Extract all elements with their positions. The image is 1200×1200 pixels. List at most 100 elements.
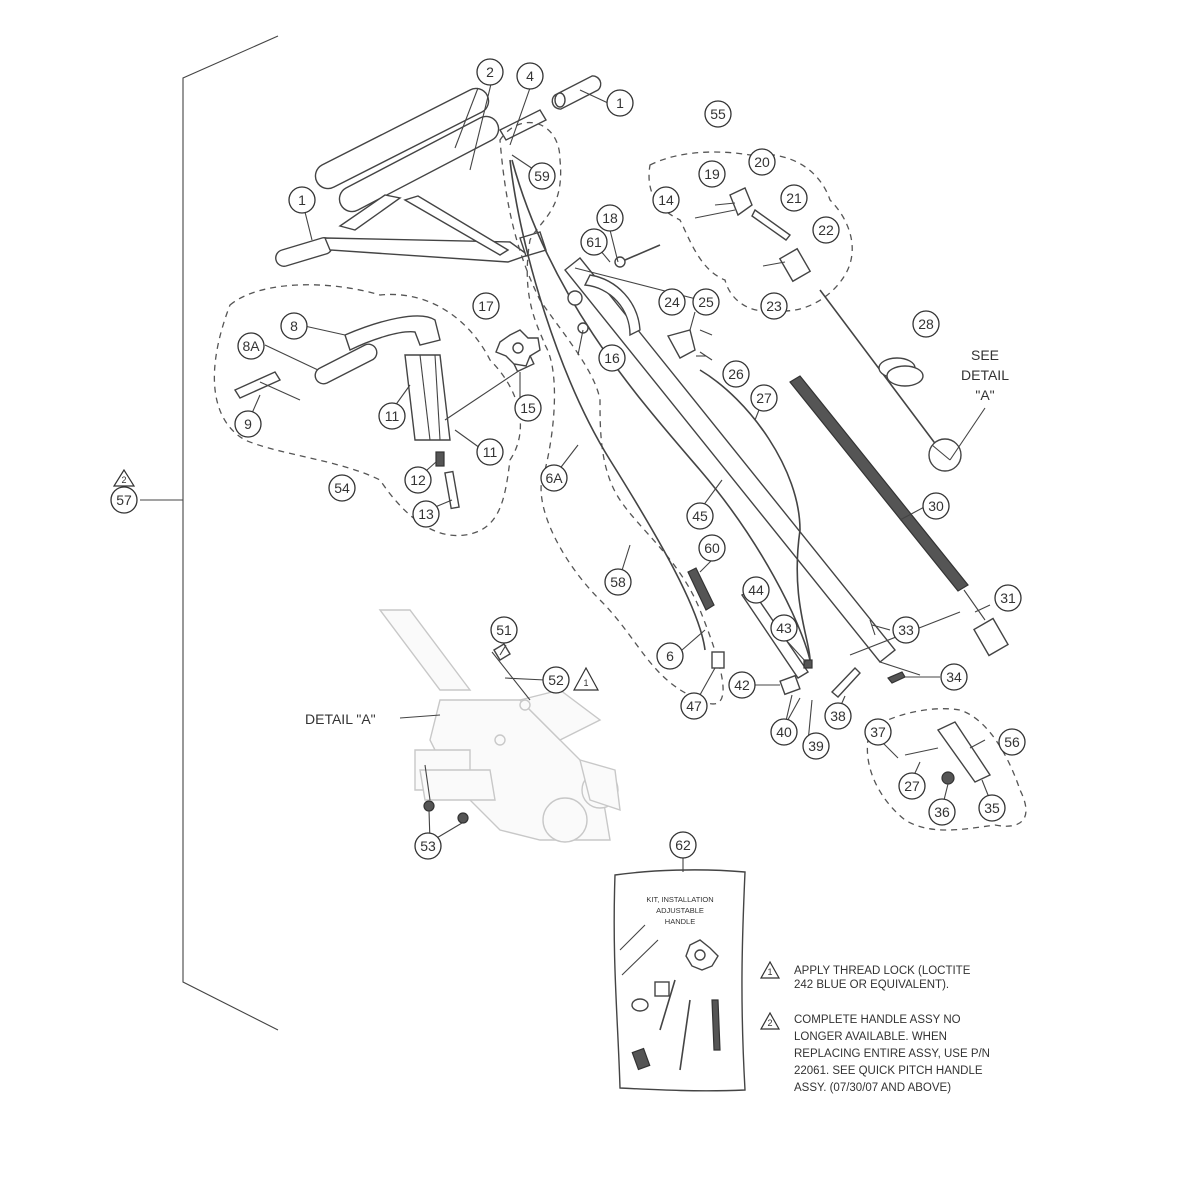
callout-54: 54 [328, 474, 356, 502]
svg-text:8: 8 [290, 318, 298, 334]
callout-4: 4 [516, 62, 544, 90]
callout-42: 42 [728, 671, 756, 699]
engine-detail-a [378, 609, 621, 843]
svg-text:23: 23 [766, 298, 782, 314]
callout-2: 2 [476, 58, 504, 86]
callout-30: 30 [922, 492, 950, 520]
main-tube [564, 257, 896, 663]
svg-text:53: 53 [420, 838, 436, 854]
see-detail-line3: "A" [975, 387, 994, 403]
note-1-line2: 242 BLUE OR EQUIVALENT). [794, 979, 949, 991]
note-marker-57-num: 2 [121, 475, 126, 485]
svg-text:31: 31 [1000, 590, 1016, 606]
callout-15: 15 [514, 394, 542, 422]
svg-text:27: 27 [756, 390, 772, 406]
callout-39: 39 [802, 732, 830, 760]
svg-text:9: 9 [244, 416, 252, 432]
callout-11b: 11 [476, 438, 504, 466]
note-2-line2: LONGER AVAILABLE. WHEN [794, 1031, 947, 1043]
detail-a-label: DETAIL "A" [305, 711, 376, 727]
gas-spring-30 [789, 375, 1009, 657]
svg-text:55: 55 [710, 106, 726, 122]
kit-label: KIT, INSTALLATION ADJUSTABLE HANDLE [646, 895, 713, 926]
svg-text:11: 11 [483, 444, 498, 460]
svg-text:14: 14 [658, 192, 674, 208]
callout-33: 33 [892, 616, 920, 644]
spring-60 [687, 567, 715, 611]
callout-57: 57 [110, 486, 138, 514]
svg-text:34: 34 [946, 669, 962, 685]
svg-text:44: 44 [748, 582, 764, 598]
svg-text:59: 59 [534, 168, 550, 184]
callout-40: 40 [770, 718, 798, 746]
callout-56: 56 [998, 728, 1026, 756]
callout-28: 28 [912, 310, 940, 338]
callout-43: 43 [770, 614, 798, 642]
callout-59: 59 [528, 162, 556, 190]
note-2: 2 COMPLETE HANDLE ASSY NO LONGER AVAILAB… [759, 1011, 990, 1094]
svg-text:43: 43 [776, 620, 792, 636]
assembly-59-outline [499, 122, 724, 705]
callout-52: 52 [542, 666, 570, 694]
svg-text:6: 6 [666, 648, 674, 664]
svg-text:57: 57 [116, 492, 132, 508]
svg-text:8A: 8A [242, 338, 260, 354]
svg-text:2: 2 [486, 64, 494, 80]
callout-36: 36 [928, 798, 956, 826]
callout-1b: 1 [606, 89, 634, 117]
svg-text:27: 27 [904, 778, 920, 794]
callout-6: 6 [656, 642, 684, 670]
svg-text:38: 38 [830, 708, 846, 724]
kit-label-line1: KIT, INSTALLATION [646, 895, 713, 904]
svg-text:61: 61 [586, 234, 602, 250]
callout-38: 38 [824, 702, 852, 730]
rod-28 [819, 289, 962, 472]
note-1: 1 APPLY THREAD LOCK (LOCTITE 242 BLUE OR… [759, 960, 971, 991]
svg-text:33: 33 [898, 622, 914, 638]
callout-61: 61 [580, 228, 608, 256]
callout-37: 37 [864, 718, 892, 746]
callout-44: 44 [742, 576, 770, 604]
svg-text:21: 21 [786, 190, 802, 206]
assembly-55-outline [648, 151, 853, 312]
svg-text:47: 47 [686, 698, 702, 714]
svg-text:11: 11 [385, 408, 400, 424]
note-2-marker: 2 [767, 1018, 772, 1028]
svg-text:30: 30 [928, 498, 944, 514]
svg-text:22: 22 [818, 222, 834, 238]
kit-label-line2: ADJUSTABLE [656, 906, 704, 915]
callout-20: 20 [748, 148, 776, 176]
see-detail-line2: DETAIL [961, 367, 1009, 383]
assembly-54-outline [213, 284, 522, 537]
small-parts-lower [711, 611, 961, 698]
svg-text:58: 58 [610, 574, 626, 590]
callout-19: 19 [698, 160, 726, 188]
svg-text:6A: 6A [545, 470, 563, 486]
assembly-bracket [140, 35, 279, 1031]
svg-text:45: 45 [692, 508, 708, 524]
callout-25: 25 [692, 288, 720, 316]
callout-26: 26 [722, 360, 750, 388]
callout-53: 53 [414, 832, 442, 860]
note-marker-57: 2 [112, 468, 136, 487]
callout-47: 47 [680, 692, 708, 720]
svg-text:1: 1 [298, 192, 306, 208]
svg-text:40: 40 [776, 724, 792, 740]
cable-6a [509, 159, 706, 651]
callout-16: 16 [598, 344, 626, 372]
callout-11a: 11 [378, 402, 406, 430]
svg-text:12: 12 [410, 472, 426, 488]
cable-45 [511, 159, 811, 661]
svg-text:4: 4 [526, 68, 534, 84]
callout-45: 45 [686, 502, 714, 530]
callout-8: 8 [280, 312, 308, 340]
see-detail-a-label: SEE DETAIL "A" [949, 347, 1009, 461]
svg-text:51: 51 [496, 622, 512, 638]
assembly-56-parts [904, 721, 992, 785]
callout-62: 62 [669, 831, 697, 859]
callout-6a: 6A [540, 464, 568, 492]
svg-text:19: 19 [704, 166, 720, 182]
svg-text:60: 60 [704, 540, 720, 556]
callout-8a: 8A [237, 332, 265, 360]
